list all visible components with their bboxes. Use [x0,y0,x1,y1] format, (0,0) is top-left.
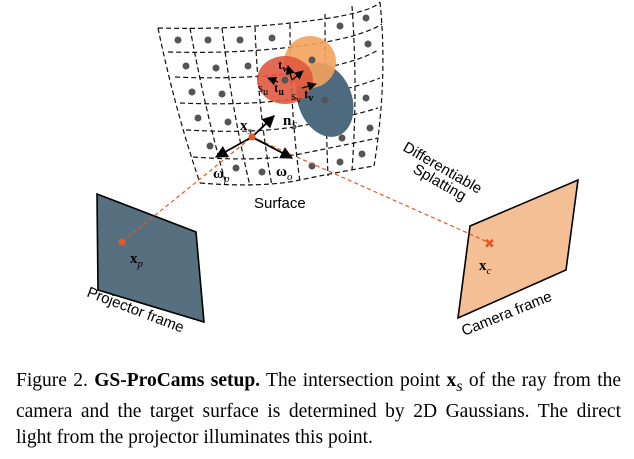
camera-pixel-marker: ✖ [484,236,495,251]
svg-text:ωo: ωo [276,164,293,183]
projector-pixel [118,238,126,246]
xs-label: x [240,118,248,134]
su-label: s [258,80,263,95]
svg-text:nS: nS [283,113,297,132]
svg-text:su: su [258,80,268,98]
xp-label: x [130,251,138,267]
caption-title: GS-ProCams setup. [94,370,261,391]
sv-label: s [291,88,296,103]
surface-dots [174,14,374,176]
xc-label: x [479,258,487,274]
surface-label: Surface [254,195,306,212]
svg-text:xp: xp [130,251,144,270]
caption-part1: The intersection point [266,370,441,391]
wp-label: ω [213,166,224,182]
projector-frame-plane [96,192,205,324]
svg-text:ωp: ωp [213,166,230,185]
surface-grid [157,1,384,187]
caption-xs-symbol: xs [446,370,463,395]
camera-frame-plane [457,178,579,320]
tv-label: t [304,86,309,101]
intersection-point [248,133,256,141]
figure-diagram: tw su tu sv tv xs nS ωp ωo xp ✖ xc Surfa… [85,1,579,340]
svg-text:tu: tu [274,80,284,98]
wo-label: ω [276,164,287,180]
svg-text:xs: xs [240,118,252,137]
svg-text:tw: tw [278,57,290,75]
svg-text:tv: tv [304,86,313,104]
tu-label: t [274,80,279,95]
svg-text:sv: sv [291,88,301,106]
ns-label: n [283,113,292,129]
caption-part2: of the ray from the camera and the targe… [16,370,622,448]
figure-caption: Figure 2. GS-ProCams setup. The intersec… [16,368,621,451]
caption-label: Figure 2. [16,370,88,391]
svg-text:xc: xc [479,258,492,277]
tw-label: t [278,57,283,72]
